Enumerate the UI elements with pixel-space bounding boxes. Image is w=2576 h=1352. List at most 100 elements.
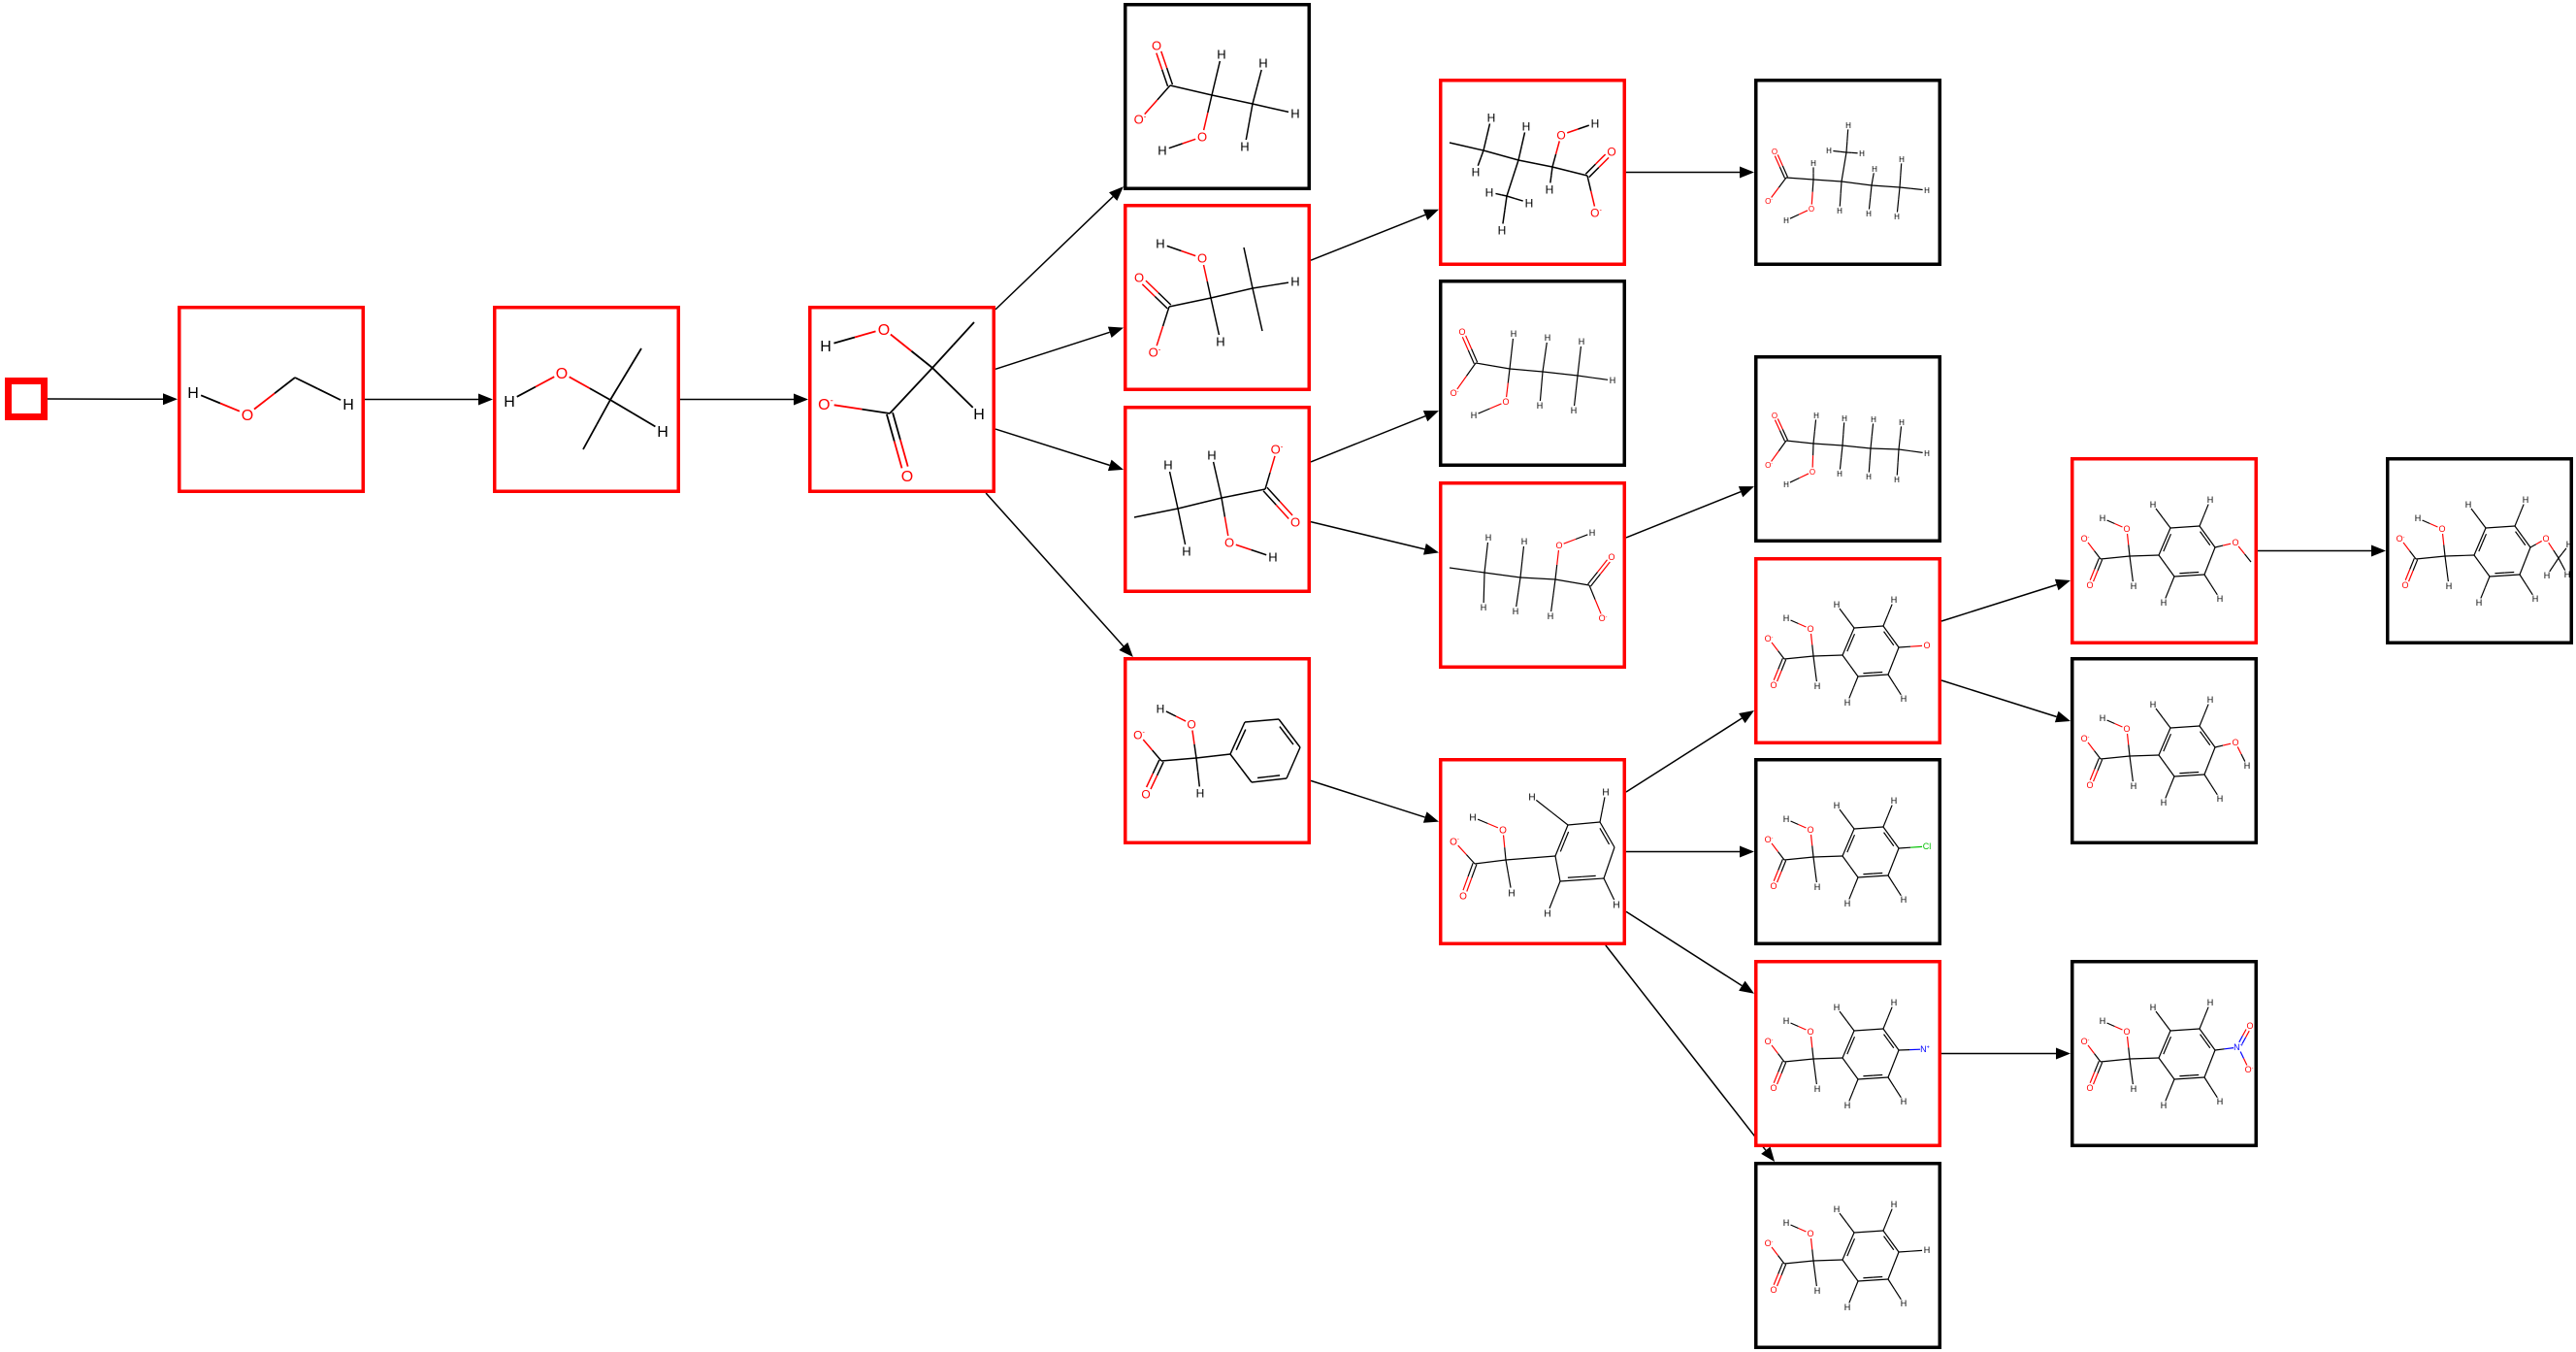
bond <box>1857 875 1874 878</box>
bond-layer <box>1133 455 1293 556</box>
bond <box>2158 1043 2166 1059</box>
edge-arrow <box>2258 544 2386 557</box>
bond <box>1870 436 1873 449</box>
atom-label: O <box>2232 538 2238 547</box>
edge-arrow <box>1626 166 1754 179</box>
bond <box>2409 550 2417 560</box>
bond <box>1191 730 1195 744</box>
atom-label: H <box>2564 570 2571 579</box>
atom-label: H <box>1810 159 1816 168</box>
atom-label: O <box>2123 524 2130 534</box>
arrowhead-icon <box>1738 486 1754 498</box>
arrowhead-icon <box>1119 642 1133 657</box>
atom-label: H <box>1508 889 1515 900</box>
edge-arrow <box>1310 520 1439 555</box>
bond <box>274 377 296 395</box>
bond <box>1156 761 1164 776</box>
bond <box>1888 839 1895 847</box>
bond <box>2520 538 2527 546</box>
atom-charge: - <box>1772 635 1774 641</box>
atom-label: O <box>1134 271 1144 285</box>
atom-label: H <box>2244 761 2251 771</box>
bond <box>1778 166 1786 179</box>
atom-label: H <box>1894 476 1900 484</box>
bond <box>1845 141 1848 153</box>
atom-label: H <box>1842 414 1847 423</box>
bond <box>2094 1061 2100 1072</box>
atom-label: H <box>1158 144 1166 158</box>
atom-label: O- <box>1765 835 1774 844</box>
atom-charge: - <box>1457 838 1459 843</box>
bond <box>2131 768 2134 782</box>
bond <box>1847 1030 1855 1045</box>
bond <box>1590 190 1596 207</box>
atom-label: H <box>1290 275 1299 289</box>
bond <box>1509 353 1513 370</box>
bond <box>2114 755 2131 759</box>
bond <box>1235 544 1252 551</box>
bond <box>1899 426 1903 439</box>
bond-layer <box>2087 504 2252 599</box>
bond <box>1483 137 1487 151</box>
atom-label: N+ <box>1920 1044 1930 1054</box>
atom-label: H <box>1216 335 1224 349</box>
bond <box>1798 210 1809 215</box>
bond <box>1898 438 1901 450</box>
bond <box>2179 772 2190 775</box>
bond <box>2087 1044 2095 1054</box>
atom-label: O <box>1772 148 1777 156</box>
bond <box>2163 742 2168 752</box>
bond <box>2199 525 2208 538</box>
bond <box>1811 1249 1814 1262</box>
bond <box>1231 287 1254 294</box>
bond <box>1195 757 1199 773</box>
edge-arrow <box>1625 709 1754 793</box>
bond <box>2459 554 2475 557</box>
atom-label: O- <box>2397 534 2405 544</box>
bond <box>1884 447 1900 450</box>
bond <box>1604 836 1611 845</box>
bond <box>1873 872 1883 874</box>
bond <box>1169 84 1191 91</box>
bond <box>1870 447 1885 450</box>
bond <box>1202 112 1209 131</box>
atom-charge: - <box>2088 1038 2090 1043</box>
atom-label: O <box>1499 826 1507 837</box>
atom-label: O- <box>1765 1037 1774 1046</box>
atom-label: H <box>1571 406 1578 415</box>
atom-label: H <box>2131 1084 2137 1094</box>
bond <box>1776 670 1782 682</box>
bond <box>2128 1047 2131 1060</box>
atom-label: O- <box>1134 112 1147 126</box>
bond <box>1517 146 1522 161</box>
atom-charge: + <box>2240 1043 2243 1049</box>
bond <box>1777 859 1783 871</box>
atom-label: H <box>1894 213 1900 221</box>
bond <box>2166 765 2175 777</box>
bond <box>1530 855 1556 859</box>
bond <box>893 441 903 469</box>
bond <box>2239 1051 2245 1059</box>
atom-label: H <box>1844 698 1851 708</box>
atom-label: H <box>1813 412 1819 420</box>
bond <box>2129 554 2145 557</box>
atom-label: O <box>2542 534 2549 544</box>
bond <box>2167 1036 2172 1046</box>
bond <box>2169 726 2186 729</box>
bond <box>1839 1010 1847 1022</box>
bond <box>1173 489 1179 510</box>
bond <box>1229 753 1242 769</box>
bond <box>2499 525 2516 528</box>
bond <box>1160 50 1168 69</box>
bond <box>1810 633 1813 645</box>
atom-label: H <box>1891 998 1898 1007</box>
bond <box>1270 107 1289 114</box>
bond <box>1177 502 1200 510</box>
bond <box>1890 1240 1900 1253</box>
bond <box>2204 738 2211 746</box>
bond <box>1519 577 1539 579</box>
bond <box>2114 1025 2123 1031</box>
